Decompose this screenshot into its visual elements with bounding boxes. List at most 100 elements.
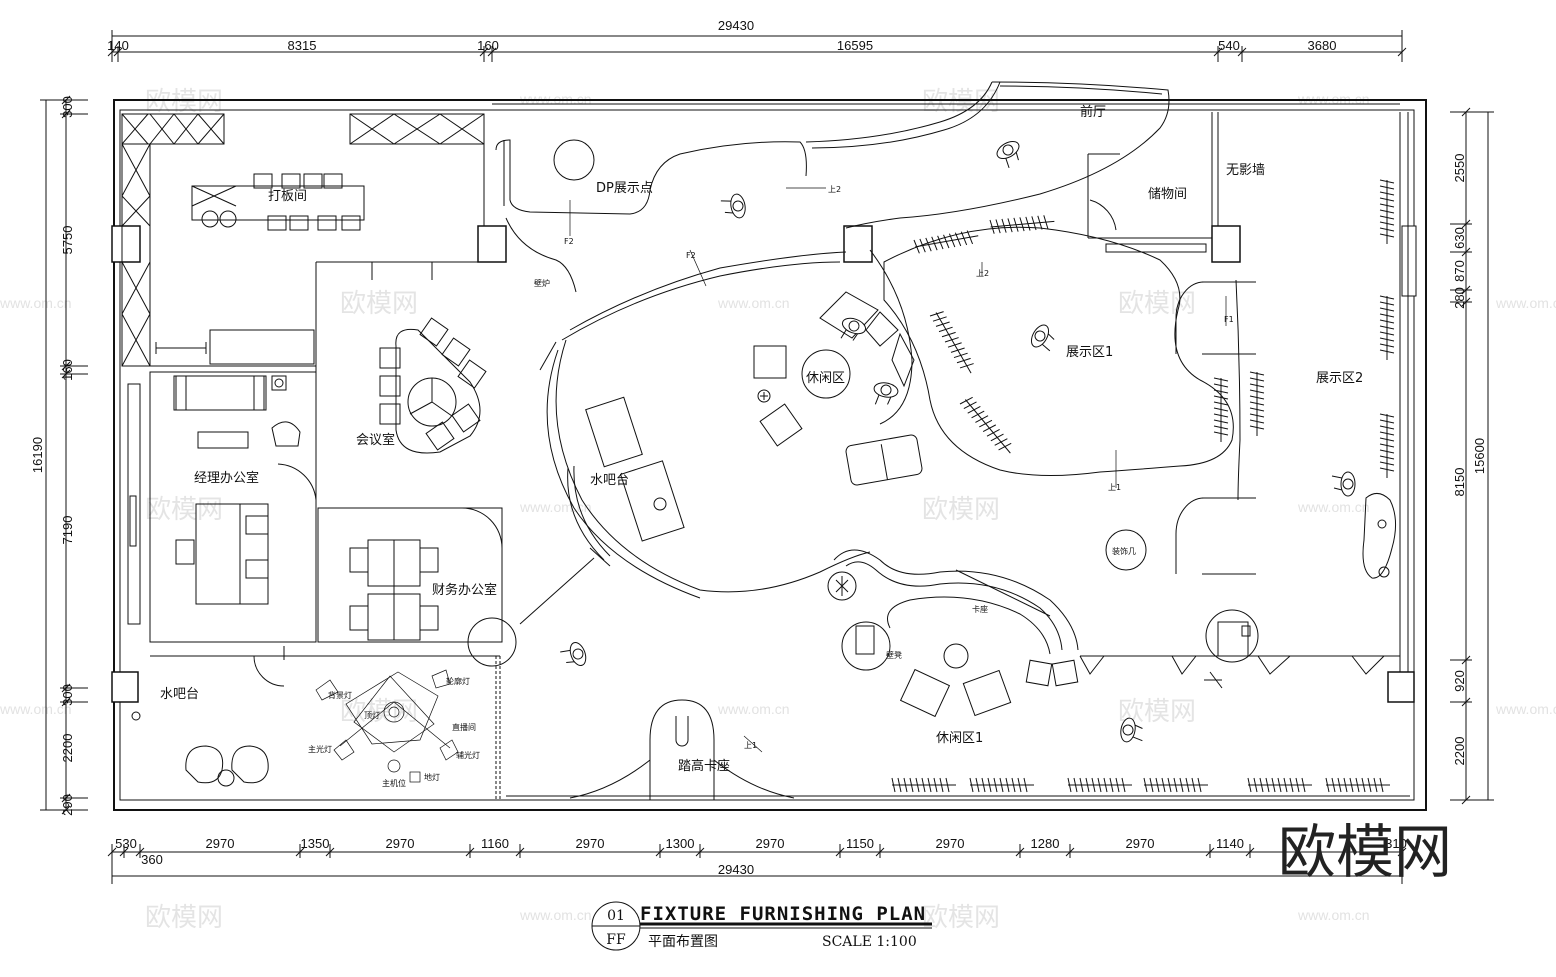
room-label-storage: 储物间 (1148, 187, 1187, 202)
dim-bottom-part: 2970 (1126, 836, 1155, 851)
label-live-room: 直播间 (452, 722, 476, 732)
tick (1213, 47, 1223, 57)
room-label-leisure-round: 休闲区 (806, 371, 845, 386)
tick (61, 805, 71, 815)
tick (61, 683, 71, 693)
dim-right-part: 920 (1452, 670, 1467, 692)
dim-bottom-part: 1280 (1031, 836, 1060, 851)
dim-top-part: 16595 (837, 38, 873, 53)
dim-right-part: 2550 (1452, 154, 1467, 183)
label-floor-light: 地灯 (424, 772, 440, 782)
tick (487, 47, 497, 57)
dim-left-total: 16190 (30, 437, 45, 473)
tick (61, 697, 71, 707)
clothing-rack (929, 311, 974, 374)
clothing-rack (1379, 295, 1395, 360)
dim-bottom-part: 360 (141, 852, 163, 867)
dim-right-part: 630 (1452, 227, 1467, 249)
dim-bottom-part: 1140 (1216, 836, 1244, 851)
dim-bottom-part: 2970 (756, 836, 785, 851)
tick (1461, 655, 1471, 665)
label-background-light: 背景灯 (328, 690, 352, 700)
room-label-cyclorama: 无影墙 (1226, 163, 1265, 178)
watermark: 欧模网 (922, 495, 1000, 525)
level-tag: F2 (686, 251, 696, 260)
watermark: 欧模网 (145, 495, 223, 525)
clothing-rack (959, 396, 1012, 454)
person-figure (1030, 324, 1055, 352)
dim-left-part: 300 (60, 684, 75, 706)
title-block: 01 FF FIXTURE FURNISHING PLAN 平面布置图 SCAL… (591, 901, 932, 951)
watermark-url: www.om.cn (1297, 499, 1370, 515)
dim-top-part: 8315 (288, 38, 317, 53)
clothing-rack (969, 777, 1034, 793)
dim-left-part: 300 (60, 96, 75, 118)
watermark-url: www.om.cn (1495, 295, 1556, 311)
tick (1461, 697, 1471, 707)
dim-bottom-part: 2970 (576, 836, 605, 851)
tick (107, 47, 117, 57)
drawing-number: 01 (607, 908, 625, 924)
room-label-lobby: 前厅 (1080, 104, 1106, 120)
dimension-ticks (61, 47, 1471, 858)
label-fill-light: 辅光灯 (456, 750, 480, 760)
dim-left-part: 7190 (60, 516, 75, 545)
drawing-title: FIXTURE FURNISHING PLAN (640, 903, 926, 925)
tick (479, 47, 489, 57)
photo-studio (315, 669, 459, 783)
dim-bottom-part: 2970 (206, 836, 235, 851)
watermark: 欧模网 (1118, 289, 1196, 319)
room-label-booth: 卡座 (972, 604, 988, 614)
person-figure (996, 140, 1020, 169)
person-figure (1120, 717, 1143, 743)
watermark-url: www.om.cn (717, 295, 790, 311)
dim-bottom-part: 1160 (481, 836, 509, 851)
clothing-rack (913, 230, 979, 254)
leisure-area-furniture (567, 291, 1396, 718)
tick (61, 361, 71, 371)
dim-right-part: 2200 (1452, 737, 1467, 766)
clothing-rack (1247, 777, 1312, 793)
dim-right-total: 15600 (1472, 438, 1487, 474)
watermark-layer: 欧模网 欧模网 欧模网 欧模网 欧模网 欧模网 欧模网 欧模网 欧模网 欧模网 … (0, 87, 1556, 933)
showroom-walls (467, 81, 1410, 801)
level-tag: F2 (564, 237, 574, 246)
dim-bottom-part: 2970 (936, 836, 965, 851)
clothing-rack (1067, 777, 1132, 793)
person-figure (720, 193, 746, 219)
room-label-water-bar-center: 水吧台 (590, 473, 629, 488)
clothing-rack (891, 777, 956, 793)
clothing-rack (1143, 777, 1208, 793)
dim-bottom-part: 1150 (846, 836, 874, 851)
dim-left-part: 290 (60, 794, 75, 816)
room-label-dp-display: DP展示点 (596, 181, 653, 196)
dim-bottom-part: 2970 (386, 836, 415, 851)
people-figures (560, 140, 1356, 743)
tick (113, 47, 123, 57)
label-main-light: 主光灯 (308, 744, 332, 754)
clothing-rack (1379, 179, 1395, 244)
dim-bottom-part: 1300 (666, 836, 695, 851)
clothing-rack (1379, 413, 1395, 478)
watermark: 欧模网 (922, 903, 1000, 933)
watermark: 欧模网 (340, 697, 418, 727)
dim-top-part: 3680 (1308, 38, 1337, 53)
level-tag: 上2 (976, 269, 989, 278)
person-figure (840, 317, 867, 341)
dim-top-part: 140 (107, 38, 129, 53)
dim-left-part: 2200 (60, 734, 75, 763)
room-label-fireplace: 壁炉 (534, 278, 550, 288)
room-label-pattern-room: 打板间 (268, 189, 307, 204)
level-tag: 上1 (744, 741, 757, 750)
person-figure (1331, 471, 1356, 497)
level-markers: F2 F2 上2 上1 上1 上2 F1 (564, 185, 1234, 753)
clothing-rack (1213, 377, 1229, 442)
watermark: 欧模网 (340, 289, 418, 319)
dim-right-part: 280 (1452, 287, 1467, 309)
dim-bottom-part: 530 (115, 836, 137, 851)
watermark: 欧模网 (145, 87, 223, 117)
watermark-url: www.om.cn (717, 701, 790, 717)
clothing-rack (1325, 777, 1390, 793)
dim-right-part: 870 (1452, 260, 1467, 282)
